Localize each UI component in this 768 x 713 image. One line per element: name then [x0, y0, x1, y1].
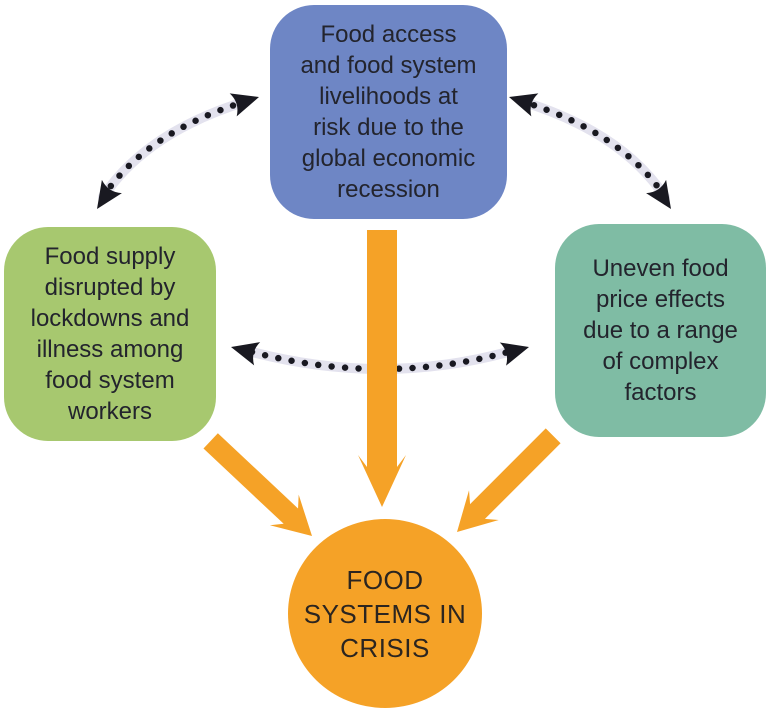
node-food-systems-crisis-label: FOOD SYSTEMS IN CRISIS	[303, 564, 467, 663]
node-uneven-food-prices: Uneven food price effects due to a range…	[555, 224, 766, 437]
node-economic-recession: Food access and food system livelihoods …	[270, 5, 507, 219]
node-food-systems-crisis: FOOD SYSTEMS IN CRISIS	[288, 519, 482, 708]
solid-arrow-right-to-crisis	[457, 428, 561, 532]
solid-arrow-top-to-crisis	[358, 230, 406, 507]
solid-arrow-left-to-crisis	[203, 433, 312, 536]
node-food-supply-disrupted: Food supply disrupted by lockdowns and i…	[4, 227, 216, 441]
node-food-supply-disrupted-label: Food supply disrupted by lockdowns and i…	[30, 243, 190, 425]
dotted-arrow-top-right	[509, 93, 671, 209]
dotted-arrow-left-top	[97, 93, 259, 209]
node-economic-recession-label: Food access and food system livelihoods …	[300, 21, 477, 203]
node-uneven-food-prices-label: Uneven food price effects due to a range…	[583, 255, 738, 406]
